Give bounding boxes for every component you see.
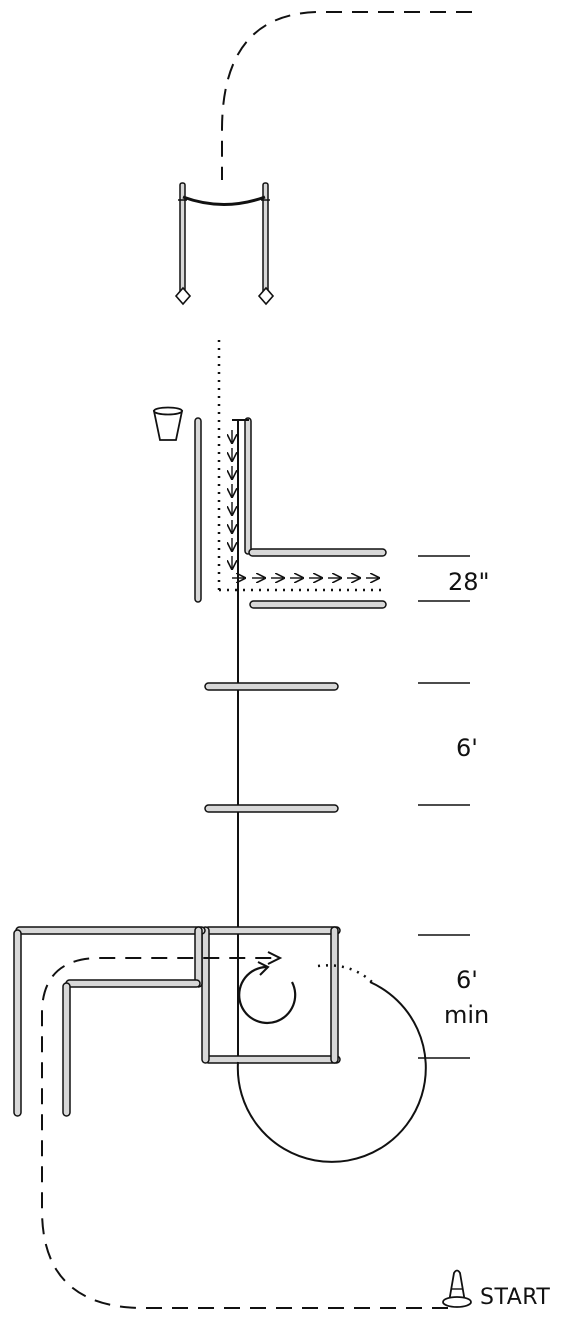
bucket-icon <box>152 406 184 441</box>
spacing-min-value-label: 6' <box>456 966 478 994</box>
circular-turn-arrow-icon <box>238 965 297 1025</box>
l-shaped-rails <box>194 417 387 609</box>
pole-2 <box>204 804 339 813</box>
spacing-label: 6' <box>456 734 478 762</box>
spacing-min-unit-label: min <box>444 1001 490 1029</box>
turn-circle-dotted <box>317 964 373 983</box>
turn-box <box>201 926 341 1064</box>
dashed-path-top <box>221 11 472 180</box>
dashed-path-bottom <box>41 957 448 1309</box>
measurement-ticks <box>418 555 470 1059</box>
pole-1 <box>204 682 339 691</box>
chute-rails <box>13 926 206 1117</box>
arrow-icon <box>257 961 270 976</box>
turn-circle <box>236 981 427 1163</box>
gate <box>174 182 275 306</box>
gap-width-label: 28" <box>448 568 490 596</box>
start-label: START <box>480 1285 551 1310</box>
arrow-icon <box>267 951 283 965</box>
traffic-cone-icon <box>442 1269 472 1308</box>
